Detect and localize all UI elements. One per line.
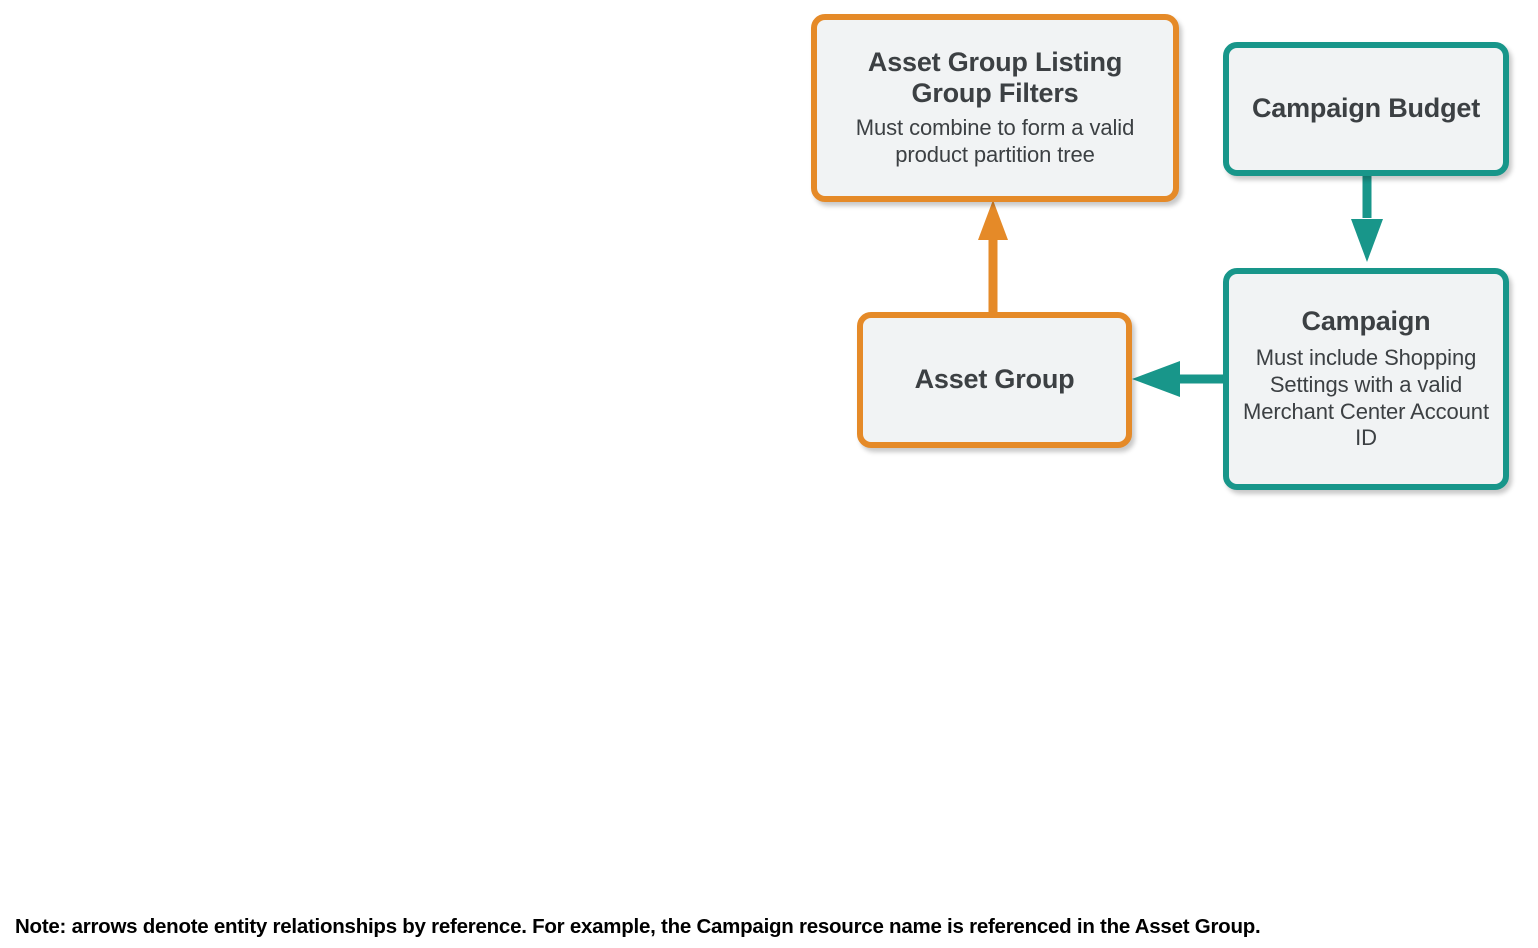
diagram-footnote: Note: arrows denote entity relationships…	[15, 915, 1261, 938]
node-asset-group[interactable]: Asset Group	[857, 312, 1132, 448]
node-description-asset-group-listing-group-filters: Must combine to form a valid product par…	[855, 115, 1135, 168]
node-campaign-budget[interactable]: Campaign Budget	[1223, 42, 1509, 176]
node-title-asset-group: Asset Group	[914, 364, 1075, 395]
edge-campaign-budget-to-campaign	[1351, 172, 1383, 262]
arrowhead-down-teal	[1351, 219, 1383, 262]
node-title-campaign: Campaign	[1301, 305, 1431, 336]
node-campaign[interactable]: Campaign Must include Shopping Settings …	[1223, 268, 1509, 490]
node-title-campaign-budget: Campaign Budget	[1251, 93, 1480, 124]
edge-asset-group-to-listing-group-filters	[978, 200, 1008, 318]
node-title-asset-group-listing-group-filters: Asset Group Listing Group Filters	[867, 46, 1123, 109]
arrowhead-up-orange	[978, 200, 1008, 240]
arrowhead-left-teal	[1132, 361, 1180, 397]
node-description-campaign: Must include Shopping Settings with a va…	[1243, 345, 1489, 451]
node-asset-group-listing-group-filters[interactable]: Asset Group Listing Group Filters Must c…	[811, 14, 1179, 202]
edge-campaign-to-asset-group	[1132, 361, 1227, 397]
